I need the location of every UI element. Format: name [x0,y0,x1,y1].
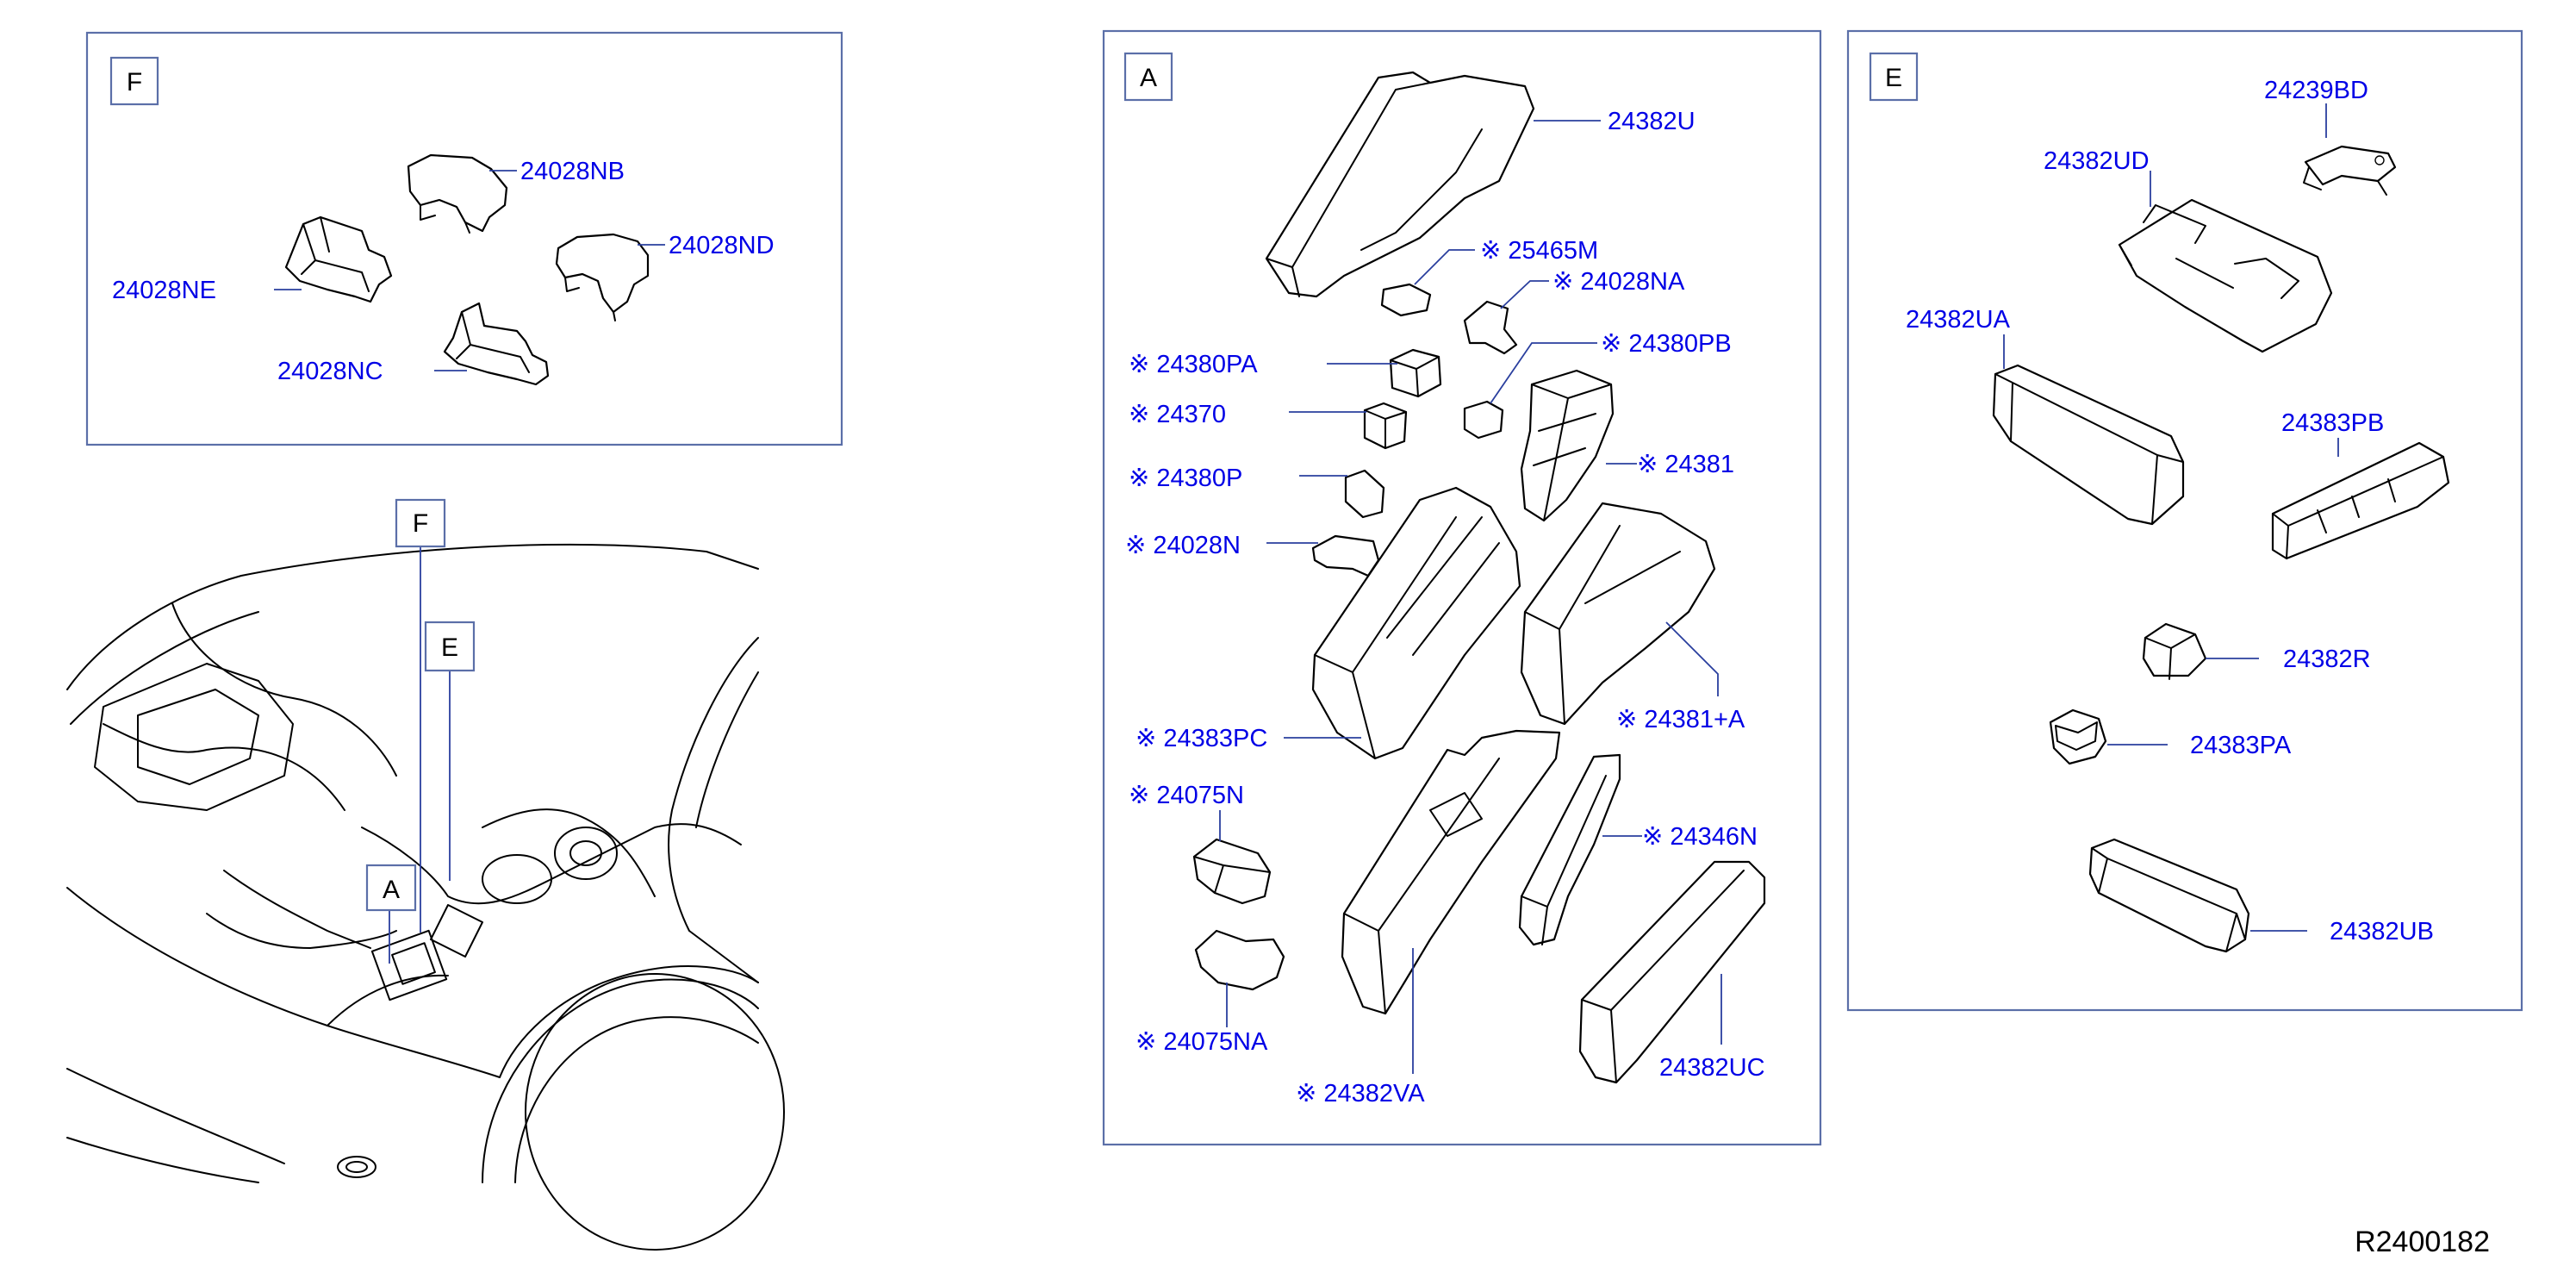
fuse-block-24381-drawing [1520,369,1615,522]
clip-24075na-drawing [1194,929,1285,991]
cover-24382u-drawing [1265,71,1535,298]
overview-drawing: F E A [66,498,785,1251]
leader-24381a [1665,621,1719,696]
clip-24028nb-drawing [407,153,508,234]
part-24028nc[interactable]: 24028NC [277,358,383,385]
panel-e-tag: E [1885,64,1902,92]
part-24382ua[interactable]: 24382UA [1906,306,2011,334]
part-24380pa[interactable]: ※ 24380PA [1129,351,1258,378]
box-24382ub-drawing [2088,838,2250,953]
housing-24383pc-drawing [1311,486,1521,760]
block-24382ua-drawing [1992,364,2185,526]
relay-24380pa-drawing [1389,348,1442,398]
part-24028na[interactable]: ※ 24028NA [1552,268,1685,296]
overview-tag-f: F [413,509,428,538]
part-24383pb[interactable]: 24383PB [2281,409,2384,437]
overview-tag-f-box [395,498,446,548]
part-24382u[interactable]: 24382U [1608,108,1696,135]
block-24380p-drawing [1344,469,1385,519]
overview-tag-a-box [365,864,417,912]
part-24380pb[interactable]: ※ 24380PB [1601,330,1732,358]
panel-f: F 24028NB 24028ND 24028NE 24028NC [85,31,843,446]
part-24028nd[interactable]: 24028ND [669,232,775,259]
clip-24028na-drawing [1463,300,1518,355]
part-24075na[interactable]: ※ 24075NA [1136,1028,1268,1056]
part-24075n[interactable]: ※ 24075N [1129,782,1244,809]
overview-tag-e-box [424,621,476,672]
panel-a-tag-box [1123,52,1173,102]
connector-25465m-drawing [1380,283,1432,317]
part-25465m[interactable]: ※ 25465M [1480,237,1598,265]
part-24346n[interactable]: ※ 24346N [1642,823,1758,851]
clip-24028ne-drawing [284,215,393,303]
wheel-arch [482,978,759,1183]
relay-24382r-drawing [2142,622,2207,680]
part-24380p[interactable]: ※ 24380P [1129,465,1242,492]
part-24370[interactable]: ※ 24370 [1129,401,1226,428]
part-24383pc[interactable]: ※ 24383PC [1136,725,1267,752]
diagram-reference-number: R2400182 [2355,1226,2490,1258]
bracket-24239bd-drawing [2303,145,2397,196]
block-24383pa-drawing [2049,708,2107,765]
part-24381a[interactable]: ※ 24381+A [1616,706,1745,733]
clip-24028nc-drawing [443,302,550,386]
cover-24382uc-drawing [1578,860,1766,1084]
clip-24075n-drawing [1192,838,1272,905]
panel-f-frame [85,31,843,446]
part-24381[interactable]: ※ 24381 [1637,451,1734,478]
part-24239bd[interactable]: 24239BD [2264,77,2368,104]
part-24028n[interactable]: ※ 24028N [1125,532,1241,559]
panel-f-tag-box [109,56,159,106]
part-24382uc[interactable]: 24382UC [1659,1054,1765,1082]
clip-24028nd-drawing [555,233,650,321]
relay-24380pb-drawing [1463,400,1504,440]
leader-25465m [1414,249,1475,285]
part-24028nb[interactable]: 24028NB [520,158,625,185]
housing-24382ud-drawing [2118,198,2333,353]
bracket-24346n-drawing [1518,753,1621,946]
overview-tag-a: A [383,876,400,904]
part-24383pa[interactable]: 24383PA [2190,732,2292,759]
clip-24028n-drawing [1311,534,1380,577]
part-24028ne[interactable]: 24028NE [112,277,216,304]
block-24370-drawing [1363,402,1408,450]
panel-e: E 24239BD 24382UD 24382UA 24383PB [1846,29,2523,1012]
hood-outline [66,543,759,690]
panel-e-tag-box [1869,52,1919,102]
overview-tag-e: E [441,633,458,662]
housing-24381a-drawing [1520,502,1716,726]
part-24382ud[interactable]: 24382UD [2044,147,2150,175]
panel-e-frame [1846,29,2523,1012]
leader-24028na [1500,280,1549,309]
part-24382va[interactable]: ※ 24382VA [1296,1080,1425,1107]
frame-24382va-drawing [1341,729,1561,1015]
panel-f-tag: F [127,68,142,97]
leader-24380pb [1490,342,1597,404]
panel-a: A 24382U ※ 25465M ※ 24028NA ※ 24380PA [1102,29,1822,1146]
part-24382ub[interactable]: 24382UB [2330,918,2434,945]
panel-a-frame [1102,29,1822,1146]
part-24382r[interactable]: 24382R [2283,646,2371,673]
block-24383pb-drawing [2271,441,2450,560]
panel-a-tag: A [1140,64,1157,92]
